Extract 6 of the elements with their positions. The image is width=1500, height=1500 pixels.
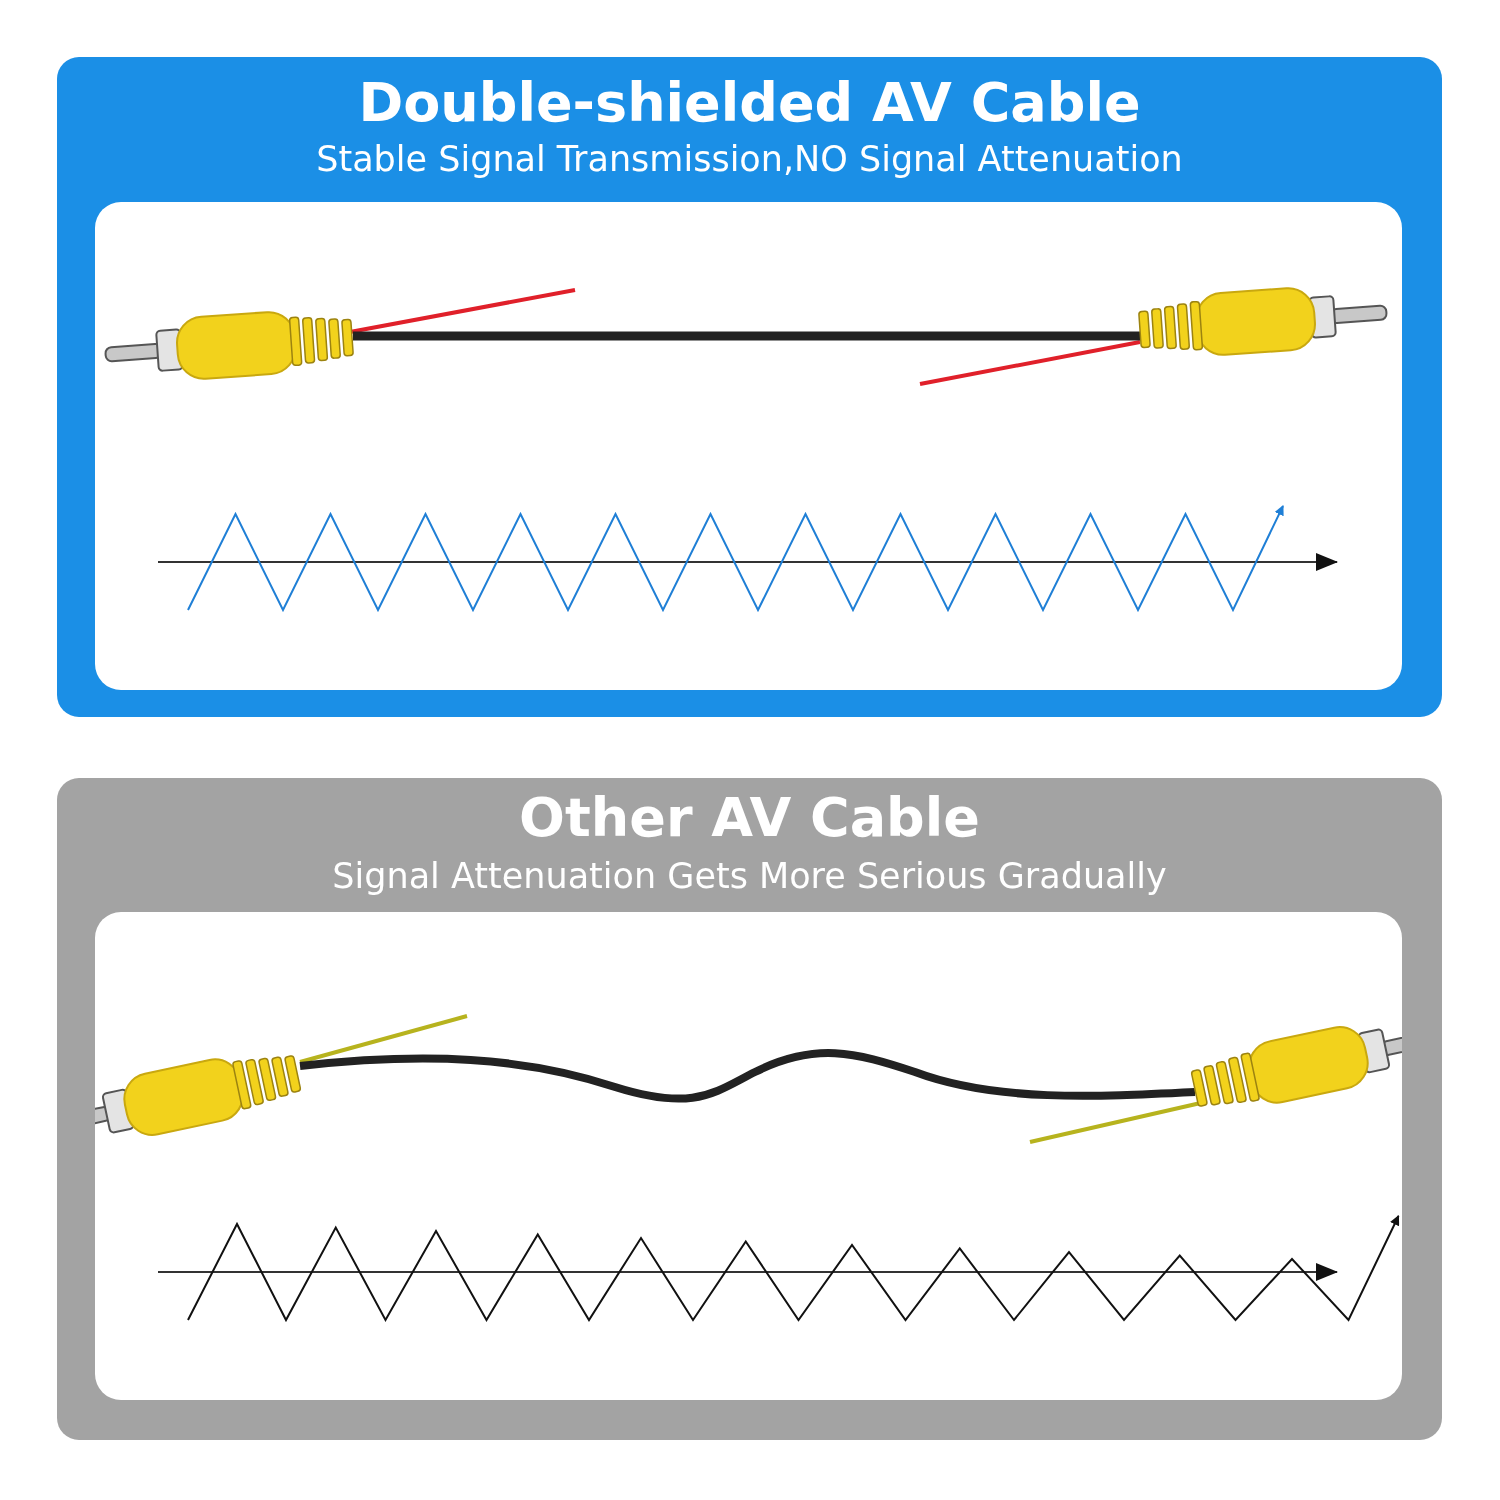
panel-title: Other AV Cable — [518, 786, 981, 849]
info-panel — [57, 778, 1442, 1440]
panel-title: Double-shielded AV Cable — [357, 71, 1142, 134]
info-panel — [57, 57, 1442, 717]
panel-subtitle: Stable Signal Transmission,NO Signal Attenuation — [315, 139, 1184, 179]
panel-subtitle: Signal Attenuation Gets More Serious Gradually — [331, 856, 1168, 896]
